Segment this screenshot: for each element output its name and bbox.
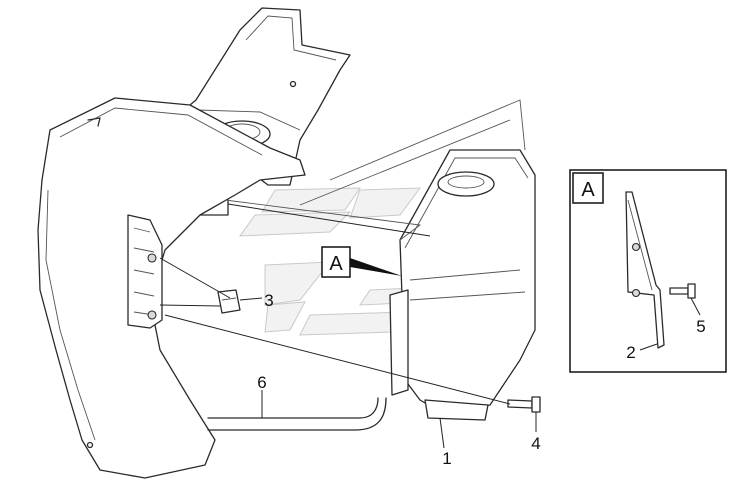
- callout-1: 1: [439, 417, 452, 468]
- assembly-lines: [159, 203, 511, 405]
- bolt: [507, 396, 541, 413]
- svg-text:3: 3: [264, 291, 273, 310]
- tray-outline: [224, 99, 526, 241]
- svg-text:1: 1: [442, 449, 451, 468]
- svg-text:6: 6: [257, 373, 266, 392]
- clip: [217, 289, 241, 314]
- detail-view-a: A 5 2: [569, 169, 727, 373]
- detail-bolt: [669, 283, 696, 299]
- view-a-label: A: [329, 253, 343, 275]
- view-a-callout: A: [321, 246, 402, 278]
- svg-text:4: 4: [531, 434, 540, 453]
- callout-4: 4: [531, 412, 541, 453]
- hose: [207, 397, 387, 431]
- detail-bracket: [625, 191, 665, 349]
- reservoir-tank: [389, 149, 536, 421]
- left-side-panel: [37, 97, 306, 479]
- detail-label: A: [581, 179, 595, 201]
- view-a-arrow: [350, 258, 402, 276]
- detail-callout-2: 2: [626, 343, 635, 362]
- callout-3: 3: [239, 291, 274, 310]
- mounting-bracket: [127, 214, 163, 329]
- callout-6: 6: [257, 373, 267, 418]
- detail-callout-5: 5: [696, 317, 705, 336]
